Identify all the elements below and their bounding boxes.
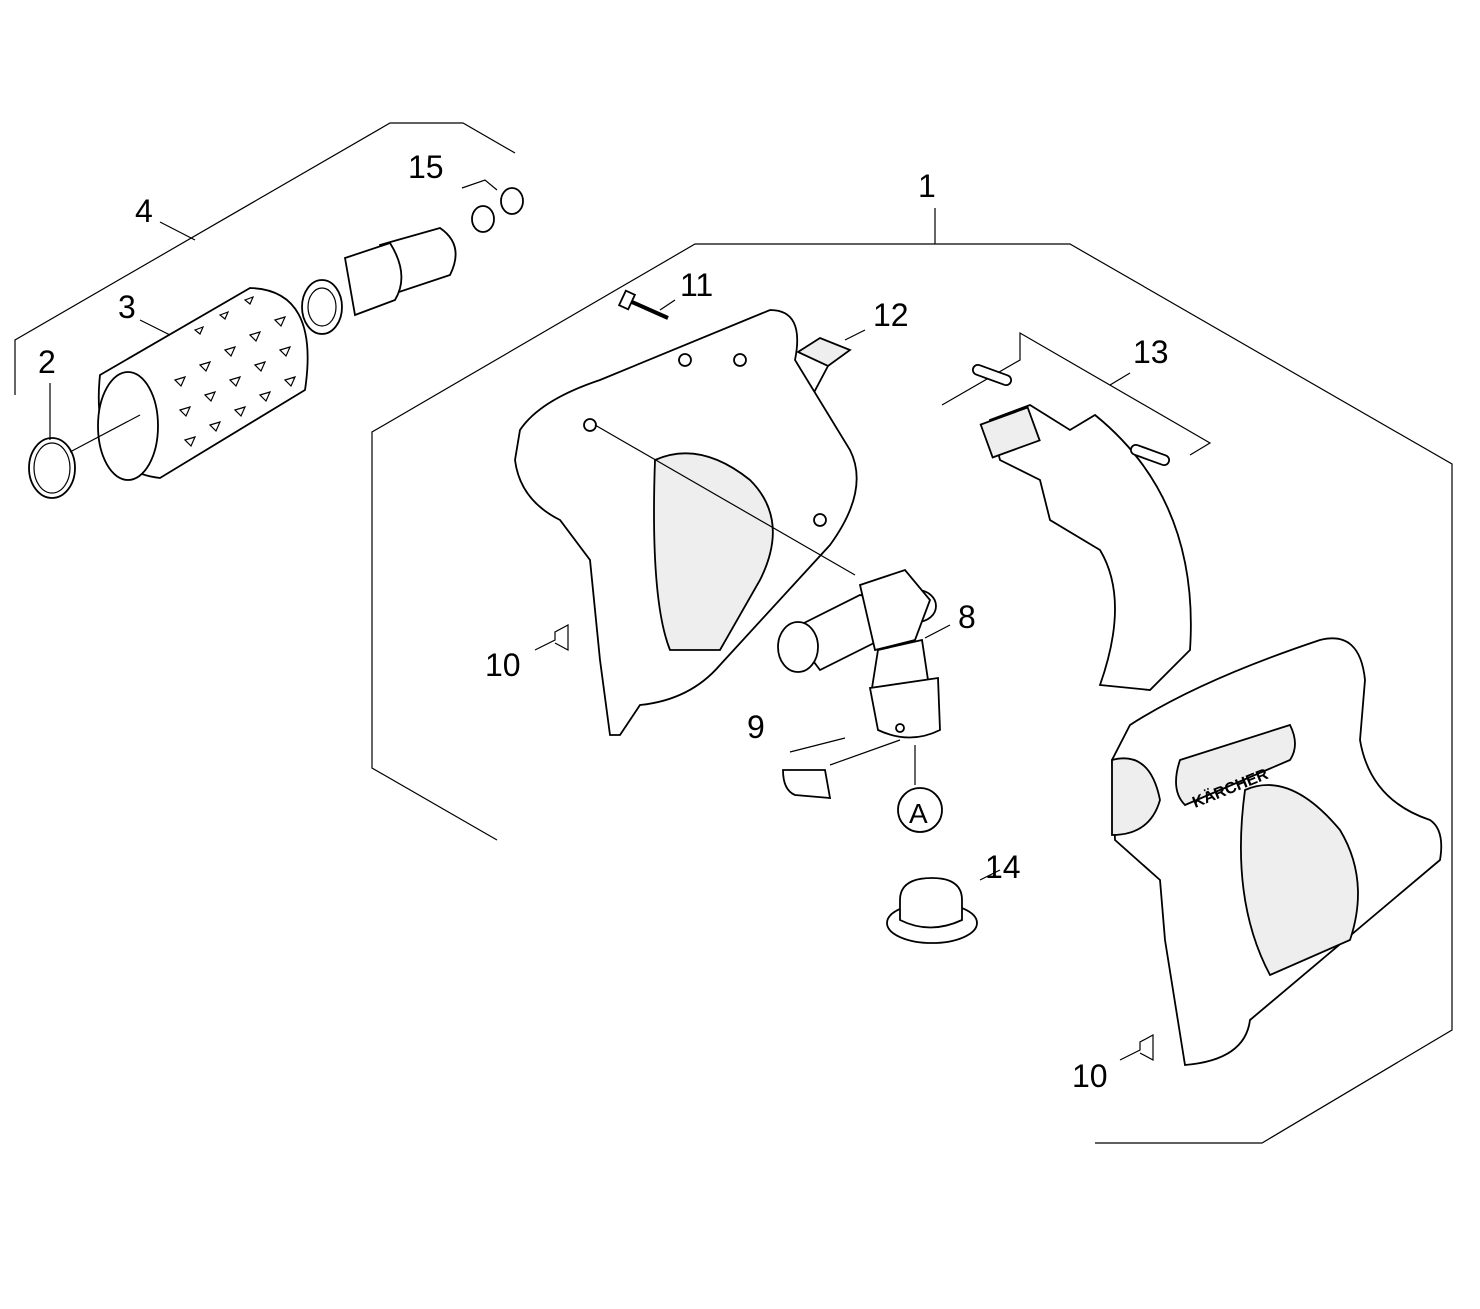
callout-9: 9 — [747, 709, 765, 745]
part-2-retaining-ring — [28, 383, 76, 499]
part-nozzle-connector — [301, 227, 457, 335]
part-11-screw — [617, 289, 676, 320]
callout-14: 14 — [985, 849, 1021, 885]
part-14-grommet — [886, 869, 1001, 944]
callout-13: 13 — [1133, 334, 1169, 370]
callout-10-left: 10 — [485, 647, 521, 683]
callout-12: 12 — [873, 297, 909, 333]
callout-a: A — [909, 798, 928, 829]
callout-8: 8 — [958, 599, 976, 635]
callout-2: 2 — [38, 344, 56, 380]
leader-10-right — [1119, 1033, 1154, 1062]
callout-11: 11 — [680, 267, 713, 303]
group-bracket-1 — [371, 243, 1453, 1144]
reference-circle-a — [897, 787, 943, 833]
callout-4: 4 — [135, 193, 153, 229]
group-bracket-4 — [14, 122, 516, 395]
callout-1: 1 — [918, 168, 936, 204]
part-left-housing-shell — [514, 309, 858, 736]
leader-10-left — [534, 623, 569, 652]
leader-4 — [159, 221, 196, 241]
callout-15: 15 — [408, 149, 444, 185]
part-8-elbow-connector — [777, 568, 951, 785]
callout-3: 3 — [118, 289, 136, 325]
part-13-trigger — [972, 363, 1192, 691]
part-15-o-rings — [461, 179, 524, 233]
part-right-housing-shell — [1111, 637, 1443, 1066]
callout-10-right: 10 — [1072, 1058, 1108, 1094]
part-9-clip — [782, 737, 901, 799]
part-3-perforated-sleeve — [69, 287, 309, 481]
